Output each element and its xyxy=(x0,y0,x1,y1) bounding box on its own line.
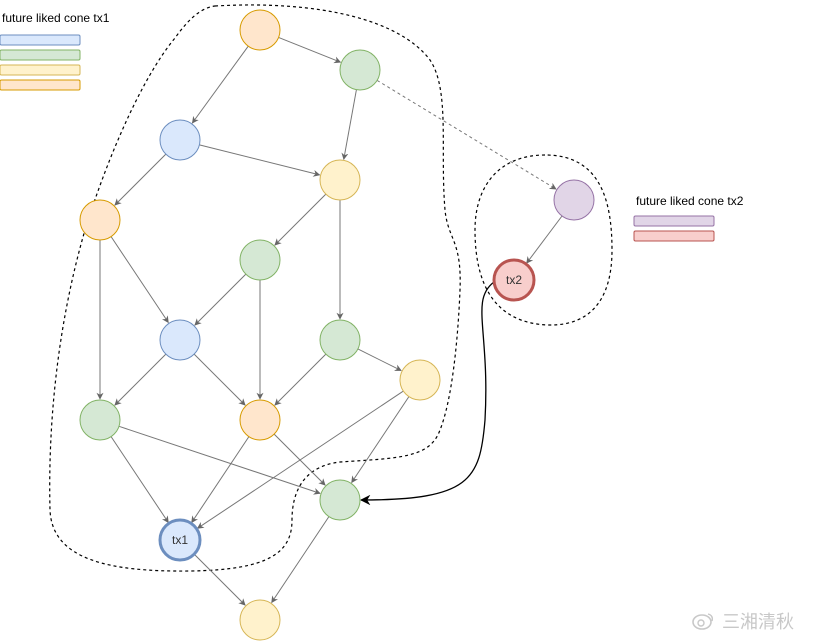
edge-n15-tx2 xyxy=(526,215,563,264)
edge-n5-n7 xyxy=(110,236,169,324)
legend-tx1-swatch-orange xyxy=(0,79,81,91)
edge-n3-n5 xyxy=(114,153,167,206)
node-n15 xyxy=(553,179,595,221)
node-n1 xyxy=(239,9,281,51)
node-n14 xyxy=(239,599,281,641)
edge-n10-n12 xyxy=(118,425,321,495)
node-tx1: tx1 xyxy=(158,518,202,562)
legend-tx1: future liked cone tx1 xyxy=(0,11,110,91)
edge-tx1-n14 xyxy=(193,553,246,606)
watermark-text: 三湘清秋 xyxy=(722,612,794,633)
cone-tx1-boundary xyxy=(49,4,461,572)
edge-n3-n4 xyxy=(199,144,321,177)
node-tx1-label: tx1 xyxy=(172,533,188,547)
edge-n4-n6 xyxy=(274,193,327,246)
node-n4-circle xyxy=(319,159,361,201)
node-n14-circle xyxy=(239,599,281,641)
legend-tx2: future liked cone tx2 xyxy=(633,194,744,242)
node-tx2-label: tx2 xyxy=(506,273,522,287)
node-n4 xyxy=(319,159,361,201)
node-n11-circle xyxy=(239,399,281,441)
edge-n10-tx1 xyxy=(110,436,169,524)
node-n10-circle xyxy=(79,399,121,441)
edge-tx2-n12 xyxy=(359,281,495,506)
node-n15-circle xyxy=(553,179,595,221)
node-n8 xyxy=(319,319,361,361)
edge-n9-n12 xyxy=(351,396,410,484)
edge-n11-n12 xyxy=(273,433,326,486)
node-n7-circle xyxy=(159,319,201,361)
node-n9-circle xyxy=(399,359,441,401)
legend-tx1-swatch-yellow xyxy=(0,64,81,76)
edge-n7-n11 xyxy=(193,353,246,406)
edge-n7-n10 xyxy=(114,353,167,406)
node-n10 xyxy=(79,399,121,441)
node-n12-circle xyxy=(319,479,361,521)
nodes: tx1 tx2 xyxy=(79,9,595,641)
node-tx1-circle xyxy=(158,518,202,562)
legend-tx1-swatch-green xyxy=(0,49,81,61)
node-n7 xyxy=(159,319,201,361)
node-n9 xyxy=(399,359,441,401)
node-n6-circle xyxy=(239,239,281,281)
legend-tx2-swatch-purple xyxy=(633,215,715,227)
edge-n8-n9 xyxy=(357,348,402,372)
watermark: 三湘清秋 xyxy=(692,612,794,633)
node-n1-circle xyxy=(239,9,281,51)
node-n2 xyxy=(339,49,381,91)
edge-n11-tx1 xyxy=(191,436,250,524)
legend-tx1-swatch-blue xyxy=(0,34,81,46)
edge-n1-n3 xyxy=(191,45,249,124)
edge-n2-n15 xyxy=(376,79,557,190)
edges xyxy=(96,36,563,606)
node-n3-circle xyxy=(159,119,201,161)
edge-n2-n4 xyxy=(341,89,357,161)
node-n5-circle xyxy=(79,199,121,241)
weibo-logo-icon xyxy=(692,613,714,630)
node-tx2-circle xyxy=(492,258,536,302)
edge-n12-n14 xyxy=(271,516,330,604)
node-n11 xyxy=(239,399,281,441)
node-n3 xyxy=(159,119,201,161)
legend-tx2-title: future liked cone tx2 xyxy=(636,194,744,208)
node-n8-circle xyxy=(319,319,361,361)
edge-n1-n2 xyxy=(278,36,342,64)
node-n2-circle xyxy=(339,49,381,91)
legend-tx1-title: future liked cone tx1 xyxy=(2,11,110,25)
edge-n6-n7 xyxy=(194,273,247,326)
node-n5 xyxy=(79,199,121,241)
node-n6 xyxy=(239,239,281,281)
legend-tx2-swatch-red xyxy=(633,230,715,242)
node-n12 xyxy=(319,479,361,521)
node-tx2: tx2 xyxy=(492,258,536,302)
edge-n8-n11 xyxy=(274,353,327,406)
